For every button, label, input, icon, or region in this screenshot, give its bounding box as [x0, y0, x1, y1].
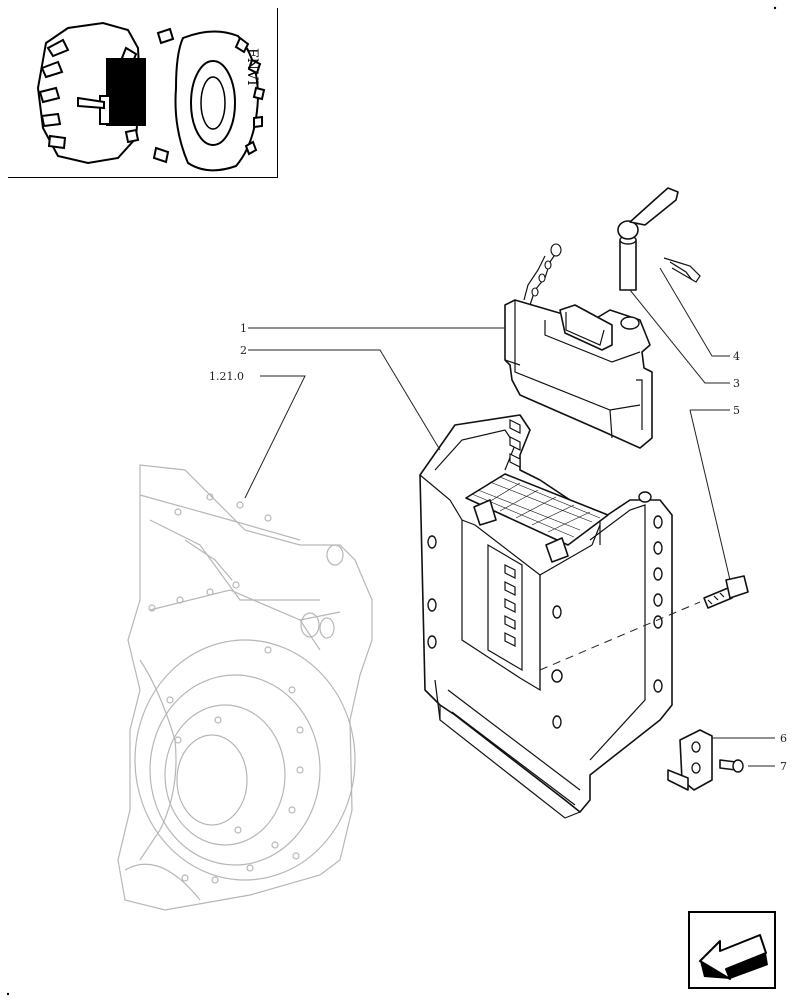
bracket-part-6 — [667, 729, 713, 791]
callout-4: 4 — [733, 350, 740, 363]
screw-part-7 — [719, 759, 744, 773]
spring-clip-part-4 — [663, 257, 701, 283]
bolt-part-5 — [703, 575, 749, 609]
rear-housing-ghost — [117, 464, 373, 911]
corner-dot — [773, 6, 777, 10]
hitch-pin-part-3 — [617, 187, 679, 291]
hitch-frame-part-2 — [419, 414, 673, 819]
callout-7: 7 — [780, 760, 787, 773]
callout-5: 5 — [733, 404, 740, 417]
callout-reference: 1.21.0 — [209, 370, 244, 383]
callout-3: 3 — [733, 377, 740, 390]
callout-labels: 1 2 1.21.0 4 3 5 6 7 — [209, 322, 787, 773]
corner-dot — [6, 992, 10, 996]
callout-1: 1 — [240, 322, 247, 335]
arrow-down-left-icon — [699, 934, 768, 980]
callout-6: 6 — [780, 732, 787, 745]
navigation-button[interactable] — [688, 911, 776, 989]
thumbnail-frame: FNVI — [8, 8, 278, 178]
hitch-jaw-part-1 — [504, 243, 653, 449]
leader-lines — [244, 267, 775, 767]
tractor-rear-thumbnail-icon: FNVI — [36, 21, 266, 172]
thumbnail-tire-text: FNVI — [244, 48, 260, 86]
callout-2: 2 — [240, 344, 247, 357]
